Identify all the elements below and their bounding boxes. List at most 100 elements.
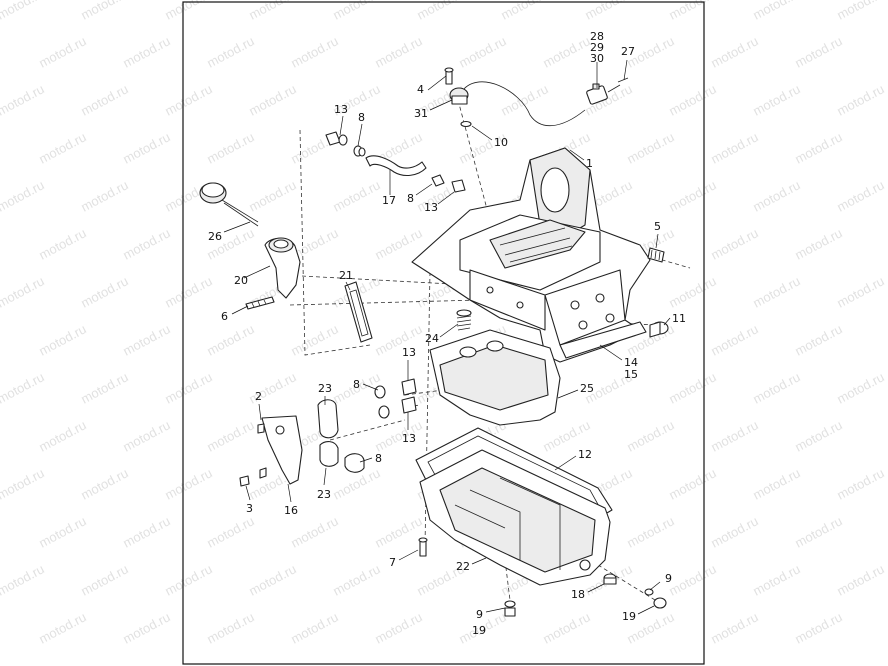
upper-fittings — [325, 131, 466, 193]
watermark-text: motod.ru — [750, 369, 802, 406]
watermark-text: motod.ru — [120, 33, 172, 70]
watermark-text: motod.ru — [246, 81, 298, 118]
watermark-text: motod.ru — [666, 273, 718, 310]
bracket-16 — [257, 415, 303, 485]
watermark-text: motod.ru — [288, 321, 340, 358]
watermark-text: motod.ru — [0, 273, 47, 310]
callout-23-upper: 23 — [318, 382, 332, 395]
watermark-text: motod.ru — [330, 0, 382, 23]
watermark-text: motod.ru — [162, 0, 214, 23]
watermark-text: motod.ru — [834, 273, 886, 310]
watermark-text: motod.ru — [204, 609, 256, 646]
callout-21: 21 — [339, 269, 353, 282]
callout-23-lower: 23 — [317, 488, 331, 501]
watermark-text: motod.ru — [120, 417, 172, 454]
watermark-text: motod.ru — [708, 609, 760, 646]
callout-8-lower: 8 — [375, 452, 382, 465]
callout-17: 17 — [382, 194, 396, 207]
watermark-text: motod.ru — [288, 609, 340, 646]
diagram-frame — [182, 1, 705, 665]
callout-18: 18 — [571, 588, 585, 601]
watermark-text: motod.ru — [708, 33, 760, 70]
watermark-text: motod.ru — [834, 81, 886, 118]
watermark-text: motod.ru — [792, 513, 844, 550]
oil-pan-cover-25 — [429, 329, 561, 426]
callout-2: 2 — [255, 390, 262, 403]
watermark-text: motod.ru — [372, 417, 424, 454]
watermark-text: motod.ru — [750, 177, 802, 214]
watermark-text: motod.ru — [456, 33, 508, 70]
watermark-text: motod.ru — [708, 513, 760, 550]
watermark-text: motod.ru — [666, 465, 718, 502]
watermark-text: motod.ru — [834, 465, 886, 502]
watermark-layer: motod.ru motod.ru motod.ru motod.ru motod.ru… — [0, 0, 887, 647]
gasket-21 — [344, 281, 373, 343]
callout-13-upper-mid: 13 — [424, 201, 438, 214]
watermark-text: motod.ru — [204, 417, 256, 454]
watermark-text: motod.ru — [0, 561, 47, 598]
watermark-text: motod.ru — [0, 369, 47, 406]
watermark-text: motod.ru — [624, 129, 676, 166]
oil-pan-22 — [419, 449, 611, 586]
plug-5 — [647, 247, 665, 263]
callout-14: 14 — [624, 356, 638, 369]
bolt-6 — [245, 296, 275, 310]
watermark-text: motod.ru — [246, 561, 298, 598]
callout-11: 11 — [672, 312, 686, 325]
watermark-text: motod.ru — [708, 225, 760, 262]
watermark-text: motod.ru — [750, 465, 802, 502]
watermark-text: motod.ru — [288, 33, 340, 70]
watermark-text: motod.ru — [624, 417, 676, 454]
callout-27: 27 — [621, 45, 635, 58]
callout-6: 6 — [221, 310, 228, 323]
watermark-text: motod.ru — [204, 33, 256, 70]
middle-fittings — [374, 378, 417, 419]
callout-1: 1 — [586, 157, 593, 170]
callout-9-right: 9 — [665, 572, 672, 585]
watermark-text: motod.ru — [414, 0, 466, 23]
watermark-text: motod.ru — [36, 321, 88, 358]
callout-19-bottom: 19 — [472, 624, 486, 637]
watermark-text: motod.ru — [792, 321, 844, 358]
callout-16: 16 — [284, 504, 298, 517]
drain-plugs — [504, 573, 667, 617]
watermark-text: motod.ru — [78, 369, 130, 406]
watermark-text: motod.ru — [204, 513, 256, 550]
watermark-text: motod.ru — [666, 0, 718, 23]
watermark-text: motod.ru — [372, 609, 424, 646]
bolt-7 — [418, 537, 428, 557]
watermark-text: motod.ru — [834, 369, 886, 406]
watermark-text: motod.ru — [834, 177, 886, 214]
watermark-text: motod.ru — [36, 609, 88, 646]
watermark-text: motod.ru — [288, 513, 340, 550]
watermark-text: motod.ru — [792, 129, 844, 166]
watermark-text: motod.ru — [120, 225, 172, 262]
callout-4: 4 — [417, 83, 424, 96]
callout-9-bottom: 9 — [476, 608, 483, 621]
watermark-text: motod.ru — [666, 369, 718, 406]
watermark-text: motod.ru — [78, 81, 130, 118]
callout-7: 7 — [389, 556, 396, 569]
callout-8-mid: 8 — [353, 378, 360, 391]
watermark-text: motod.ru — [78, 0, 130, 23]
callout-13-top: 13 — [334, 103, 348, 116]
spring-24 — [456, 309, 472, 331]
watermark-text: motod.ru — [330, 561, 382, 598]
watermark-text: motod.ru — [792, 225, 844, 262]
watermark-text: motod.ru — [120, 609, 172, 646]
callout-31: 31 — [414, 107, 428, 120]
callout-8-upper-mid: 8 — [407, 192, 414, 205]
transmission-case — [411, 147, 651, 363]
callout-24: 24 — [425, 332, 439, 345]
watermark-text: motod.ru — [78, 465, 130, 502]
watermark-text: motod.ru — [0, 177, 47, 214]
watermark-text: motod.ru — [498, 81, 550, 118]
watermark-text: motod.ru — [120, 513, 172, 550]
sensor-connector — [462, 77, 629, 127]
watermark-text: motod.ru — [792, 417, 844, 454]
watermark-text: motod.ru — [78, 177, 130, 214]
watermark-text: motod.ru — [204, 129, 256, 166]
callout-28: 28 — [590, 30, 604, 43]
leader-lines — [223, 59, 671, 615]
